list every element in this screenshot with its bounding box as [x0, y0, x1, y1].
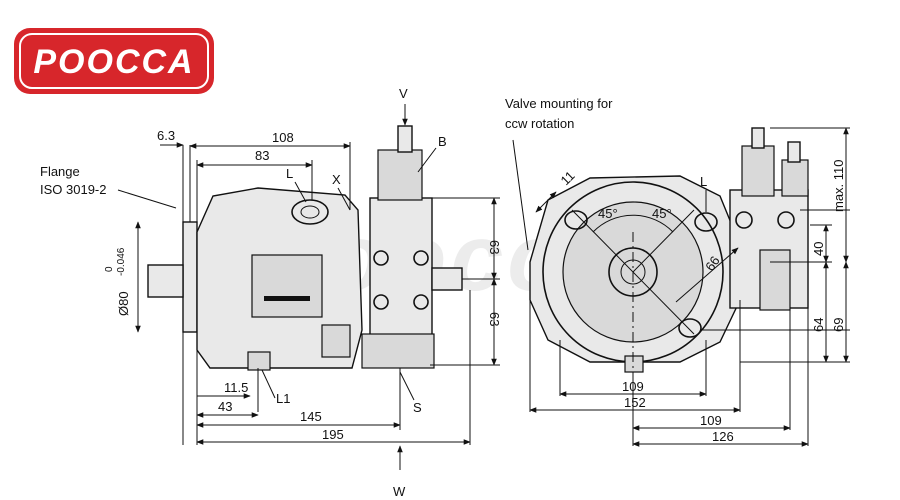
- dim-145: 145: [300, 409, 322, 424]
- flange-standard-label: ISO 3019-2: [40, 182, 107, 197]
- port-x-label: X: [332, 172, 341, 187]
- dim-66: 66: [702, 253, 723, 273]
- dim-152: 152: [624, 395, 646, 410]
- dim-63-top: 63: [487, 240, 502, 254]
- port-l-label: L: [286, 166, 293, 181]
- dim-max-110: max. 110: [831, 159, 846, 212]
- valve-note-line-1: Valve mounting for: [505, 96, 613, 111]
- side-view: Flange ISO 3019-2 Ø80 0 -0.046 6.3 108 8…: [40, 86, 502, 499]
- angle-45-left: 45°: [598, 206, 618, 221]
- port-s-label: S: [413, 400, 422, 415]
- dim-11: 11: [558, 168, 578, 188]
- angle-45-right: 45°: [652, 206, 672, 221]
- valve-note-line-2: ccw rotation: [505, 116, 574, 131]
- dim-11-5: 11.5: [224, 380, 248, 395]
- dim-63-bottom: 63: [487, 312, 502, 326]
- dim-126: 126: [712, 429, 734, 444]
- dim-43: 43: [218, 399, 232, 414]
- dim-6-3: 6.3: [157, 128, 175, 143]
- tolerance-lower: -0.046: [116, 247, 127, 276]
- dim-83: 83: [255, 148, 269, 163]
- logo-text: POOCCA: [33, 43, 194, 81]
- dim-108: 108: [272, 130, 294, 145]
- dim-69: 69: [831, 318, 846, 332]
- front-port-l-label: L: [700, 174, 707, 189]
- port-b-label: B: [438, 134, 447, 149]
- dim-40: 40: [811, 242, 826, 256]
- port-v-label: V: [399, 86, 408, 101]
- front-view: Valve mounting for ccw rotation 11 45° 4…: [505, 96, 850, 447]
- port-w-label: W: [393, 484, 406, 499]
- dim-109-front: 109: [622, 379, 644, 394]
- dim-109-lower: 109: [700, 413, 722, 428]
- dim-195: 195: [322, 427, 344, 442]
- poocca-logo: POOCCA: [14, 28, 214, 94]
- flange-label: Flange: [40, 164, 80, 179]
- port-l1-label: L1: [276, 391, 290, 406]
- tolerance-upper: 0: [104, 266, 115, 272]
- shaft-diameter-label: Ø80: [116, 291, 131, 316]
- dim-64: 64: [811, 318, 826, 332]
